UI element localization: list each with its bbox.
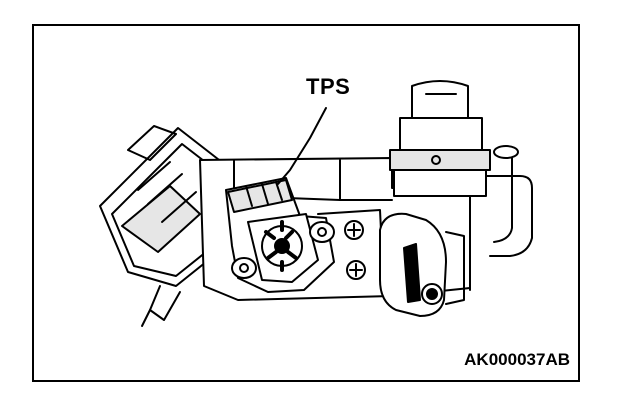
tps-leader-line <box>277 107 327 185</box>
diagram-frame <box>32 24 580 382</box>
housing-screws <box>344 220 366 280</box>
tps-sensor <box>225 177 335 293</box>
throttle-lever <box>379 212 471 317</box>
idle-control-actuator <box>389 80 533 257</box>
tps-callout-label: TPS <box>306 74 351 99</box>
figure-code: AK000037AB <box>464 350 570 369</box>
